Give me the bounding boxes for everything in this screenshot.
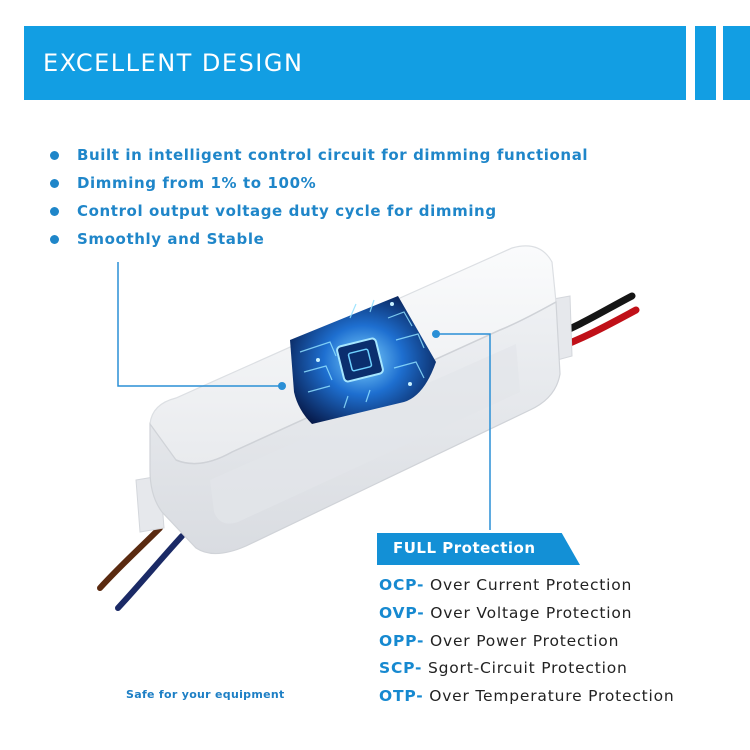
- protection-item: OCP- Over Current Protection: [379, 575, 632, 595]
- callout-dot: [432, 330, 440, 338]
- protection-item: SCP- Sgort-Circuit Protection: [379, 658, 628, 678]
- protection-item: OVP- Over Voltage Protection: [379, 603, 632, 623]
- feature-text: Control output voltage duty cycle for di…: [77, 202, 497, 220]
- protection-desc: Over Power Protection: [424, 632, 620, 650]
- input-wires: [97, 525, 185, 611]
- bullet-dot-icon: [50, 235, 59, 244]
- safe-caption: Safe for your equipment: [126, 688, 285, 701]
- feature-text: Smoothly and Stable: [77, 230, 265, 248]
- feature-text: Dimming from 1% to 100%: [77, 174, 317, 192]
- protection-desc: Sgort-Circuit Protection: [422, 659, 628, 677]
- protection-code: SCP-: [379, 659, 423, 677]
- callout-lines: [117, 262, 491, 530]
- protection-title: FULL Protection: [393, 539, 536, 557]
- callout-dot: [278, 382, 286, 390]
- protection-item: OTP- Over Temperature Protection: [379, 686, 675, 706]
- feature-text: Built in intelligent control circuit for…: [77, 146, 589, 164]
- protection-desc: Over Current Protection: [424, 576, 633, 594]
- bullet-dot-icon: [50, 151, 59, 160]
- banner-stripe-2: [723, 26, 750, 100]
- protection-code: OVP-: [379, 604, 425, 622]
- protection-item: OPP- Over Power Protection: [379, 631, 619, 651]
- protection-code: OPP-: [379, 632, 425, 650]
- banner-stripe-1: [695, 26, 716, 100]
- protection-header: [377, 533, 580, 565]
- protection-code: OCP-: [379, 576, 425, 594]
- bullet-dot-icon: [50, 179, 59, 188]
- page-title: EXCELLENT DESIGN: [43, 49, 304, 77]
- protection-desc: Over Voltage Protection: [424, 604, 633, 622]
- protection-code: OTP-: [379, 687, 424, 705]
- header-banner: [24, 26, 686, 100]
- protection-desc: Over Temperature Protection: [423, 687, 675, 705]
- circuit-chip-icon: [290, 296, 436, 424]
- bullet-dot-icon: [50, 207, 59, 216]
